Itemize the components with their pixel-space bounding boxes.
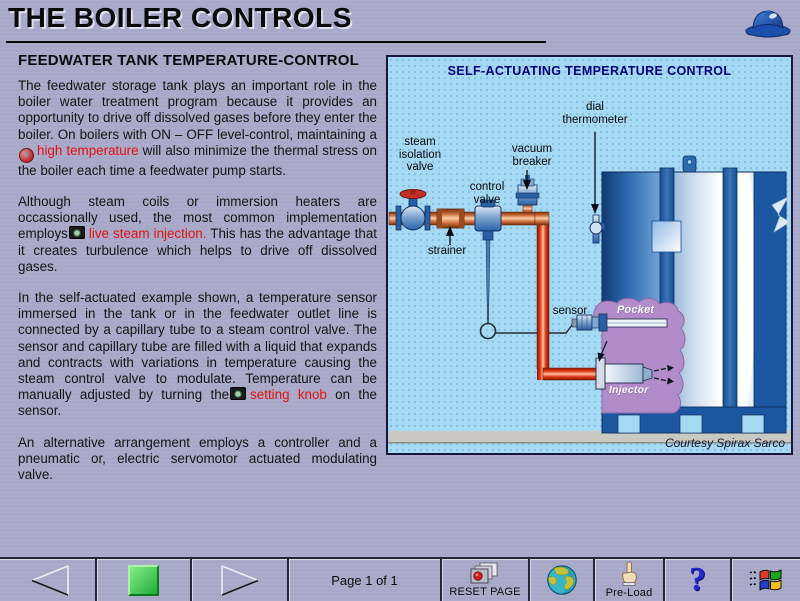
courtesy-credit: Courtesy Spirax Sarco (664, 436, 785, 450)
camera-icon[interactable] (230, 387, 247, 401)
p2-text-2: This has the advantage that it creates t… (18, 226, 377, 274)
title-underline (6, 41, 546, 43)
reset-page-button[interactable]: RESET PAGE (440, 559, 528, 601)
windows-button[interactable] (730, 559, 800, 601)
hard-hat-icon (745, 10, 791, 38)
p2-text: Although steam coils or immersion heater… (18, 194, 377, 242)
preload-label: Pre-Load (605, 587, 653, 599)
label-steam-isolation-valve: steam isolation valve (398, 136, 442, 173)
steam-pipes (388, 211, 601, 381)
green-square-icon (128, 564, 159, 596)
web-button[interactable] (528, 559, 593, 601)
forward-arrow-icon (220, 565, 258, 596)
reset-pages-icon (470, 562, 498, 584)
label-pocket: Pocket (617, 304, 655, 316)
camera-icon[interactable] (68, 226, 85, 240)
floor (388, 431, 791, 444)
forward-button[interactable] (190, 559, 287, 601)
label-dial-thermometer: dial thermometer (562, 101, 628, 126)
link-setting-knob[interactable]: setting knob (250, 387, 327, 403)
steam-isolation-valve-graphic (395, 189, 431, 231)
p1-text: The feedwater storage tank plays an impo… (18, 78, 377, 142)
page-indicator: Page 1 of 1 (287, 559, 440, 601)
back-button[interactable] (0, 559, 95, 601)
article-heading: FEEDWATER TANK TEMPERATURE-CONTROL (18, 52, 359, 69)
paragraph-2: Although steam coils or immersion heater… (18, 194, 377, 275)
reset-page-label: RESET PAGE (449, 586, 521, 598)
question-mark: ? (689, 561, 706, 598)
paragraph-1: The feedwater storage tank plays an impo… (18, 78, 377, 179)
strainer-graphic (436, 208, 465, 229)
article: FEEDWATER TANK TEMPERATURE-CONTROL The f… (18, 52, 377, 498)
label-vacuum-breaker: vacuum breaker (511, 143, 553, 168)
help-button[interactable]: ? (663, 559, 730, 601)
label-control-valve: control valve (469, 181, 505, 206)
p3-text: In the self-actuated example shown, a te… (18, 290, 377, 403)
dial-thermometer-graphic (589, 214, 606, 244)
toolbar: Page 1 of 1 RESET PAGE (0, 557, 800, 601)
paragraph-3: In the self-actuated example shown, a te… (18, 290, 377, 420)
link-high-temperature[interactable]: high temperature (37, 142, 139, 158)
back-arrow-icon (31, 565, 69, 596)
preload-button[interactable]: Pre-Load (593, 559, 663, 601)
diagram-title: SELF-ACTUATING TEMPERATURE CONTROL (447, 64, 732, 78)
link-live-steam-injection[interactable]: live steam injection. (88, 226, 207, 242)
windows-logo-icon (749, 569, 782, 591)
pointing-hand-icon (622, 561, 637, 586)
sensor-graphic (571, 313, 668, 332)
control-valve-graphic (474, 199, 502, 241)
injector-graphic (595, 340, 674, 390)
p1-text-2: will also minimize the thermal stress on… (18, 142, 377, 178)
label-arrows (446, 132, 599, 245)
globe-icon (546, 565, 577, 595)
diagram-panel: SELF-ACTUATING TEMPERATURE CONTROL dial … (386, 55, 793, 455)
capillary-tube (479, 239, 573, 340)
label-strainer: strainer (427, 245, 467, 257)
stop-button[interactable] (95, 559, 190, 601)
page-title: THE BOILER CONTROLS (8, 2, 352, 33)
boiler-diagram (388, 132, 791, 444)
page-indicator-text: Page 1 of 1 (331, 572, 398, 588)
label-injector: Injector (609, 384, 649, 396)
info-icon[interactable]: i (19, 147, 34, 163)
p3-text-2: on the sensor. (18, 387, 377, 419)
label-sensor: sensor (552, 305, 588, 317)
paragraph-4: An alternative arrangement employs a con… (18, 434, 377, 483)
